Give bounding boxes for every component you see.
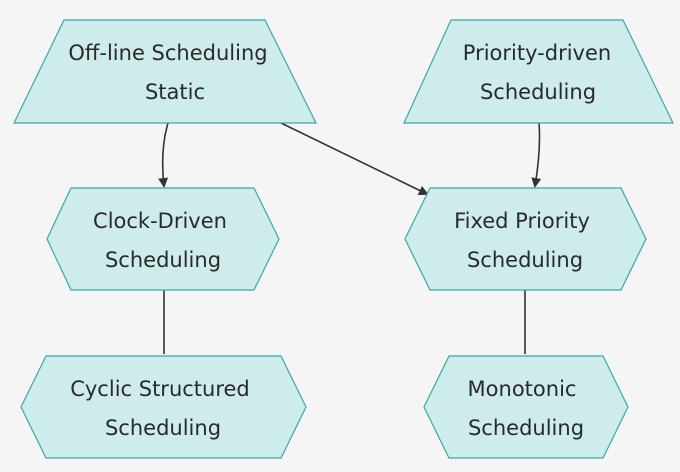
node-clock-driven-scheduling[interactable]: Clock-Driven Scheduling — [46, 187, 280, 291]
hexagon-shape — [20, 355, 307, 459]
node-fixed-priority-scheduling[interactable]: Fixed Priority Scheduling — [404, 187, 647, 291]
edge-offline-to-fixed — [280, 122, 429, 195]
node-offline-line1: Off-line Scheduling — [68, 41, 267, 65]
node-monotonic-line1: Monotonic — [468, 377, 577, 401]
node-priority-line1: Priority-driven — [463, 41, 611, 65]
node-cyclic-structured-scheduling[interactable]: Cyclic Structured Scheduling — [20, 355, 307, 459]
trapezoid-shape — [403, 19, 674, 124]
node-offline-scheduling-static[interactable]: Off-line Scheduling Static — [13, 19, 317, 124]
edge-priority-to-fixed — [531, 122, 542, 188]
node-clock-line2: Scheduling — [105, 248, 221, 272]
trapezoid-shape — [13, 19, 317, 124]
hexagon-shape — [423, 355, 629, 459]
hexagon-shape — [46, 187, 280, 291]
node-clock-line1: Clock-Driven — [93, 209, 227, 233]
node-cyclic-line2: Scheduling — [105, 416, 221, 440]
node-monotonic-scheduling[interactable]: Monotonic Scheduling — [423, 355, 629, 459]
node-fixed-line2: Scheduling — [467, 248, 583, 272]
node-monotonic-line2: Scheduling — [468, 416, 584, 440]
edge-offline-to-clock — [158, 122, 169, 188]
hexagon-shape — [404, 187, 647, 291]
node-priority-driven-scheduling[interactable]: Priority-driven Scheduling — [403, 19, 674, 124]
node-offline-line2: Static — [145, 80, 205, 104]
node-cyclic-line1: Cyclic Structured — [70, 377, 250, 401]
node-fixed-line1: Fixed Priority — [454, 209, 590, 233]
node-priority-line2: Scheduling — [480, 80, 596, 104]
